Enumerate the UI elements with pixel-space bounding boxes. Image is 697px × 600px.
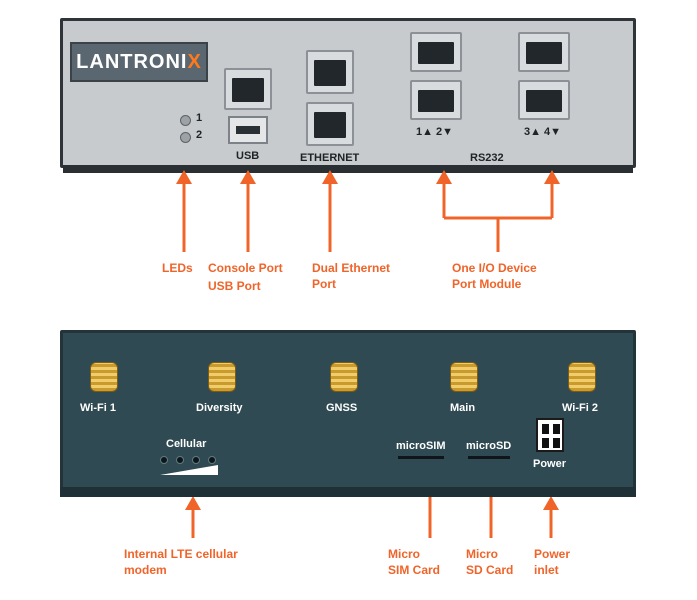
callout-ethernet-1: Dual Ethernet bbox=[312, 261, 391, 275]
logo-x: X bbox=[187, 50, 202, 73]
logo-text: LANTRONI bbox=[76, 50, 188, 73]
rs232-port-2[interactable] bbox=[410, 80, 462, 120]
led-2-label: 2 bbox=[196, 129, 203, 141]
ethernet-port-1[interactable] bbox=[306, 50, 354, 94]
ethernet-label: ETHERNET bbox=[300, 152, 360, 164]
callout-power-2: inlet bbox=[534, 563, 559, 577]
arrowhead-io-right bbox=[544, 170, 560, 184]
cellular-led-3 bbox=[192, 456, 200, 464]
antenna-wifi1-icon bbox=[90, 362, 118, 392]
microsim-slot[interactable] bbox=[398, 456, 444, 459]
arrowhead-power bbox=[543, 496, 559, 510]
callout-ethernet-2: Port bbox=[312, 277, 336, 291]
rs232-port-3[interactable] bbox=[518, 32, 570, 72]
callout-sd-1: Micro bbox=[466, 547, 499, 561]
rs232-label: RS232 bbox=[470, 152, 504, 164]
cellular-led-4 bbox=[208, 456, 216, 464]
microsd-label: microSD bbox=[466, 440, 512, 452]
console-port[interactable] bbox=[224, 68, 272, 110]
antenna-gnss-label: GNSS bbox=[326, 402, 358, 414]
power-label: Power bbox=[533, 458, 567, 470]
antenna-diversity-label: Diversity bbox=[196, 402, 243, 414]
cellular-label: Cellular bbox=[166, 438, 207, 450]
callout-lte-1: Internal LTE cellular bbox=[124, 547, 238, 561]
arrowhead-usb bbox=[240, 170, 256, 184]
port-label-1-2: 1▲ 2▼ bbox=[416, 126, 454, 138]
callout-sim-2: SIM Card bbox=[388, 563, 441, 577]
antenna-wifi2-icon bbox=[568, 362, 596, 392]
led-2 bbox=[180, 132, 191, 143]
callout-lte-2: modem bbox=[124, 563, 167, 577]
back-panel bbox=[60, 330, 636, 497]
antenna-wifi1-label: Wi-Fi 1 bbox=[80, 402, 116, 414]
cellular-led-1 bbox=[160, 456, 168, 464]
callout-io-1: One I/O Device bbox=[452, 261, 537, 275]
microsim-label: microSIM bbox=[396, 440, 446, 452]
ethernet-port-2[interactable] bbox=[306, 102, 354, 146]
signal-strength-icon bbox=[160, 465, 218, 475]
antenna-gnss-icon bbox=[330, 362, 358, 392]
callout-power-1: Power bbox=[534, 547, 571, 561]
cellular-led-2 bbox=[176, 456, 184, 464]
arrowhead-lte bbox=[185, 496, 201, 510]
callout-leds: LEDs bbox=[162, 261, 193, 275]
antenna-wifi2-label: Wi-Fi 2 bbox=[562, 402, 598, 414]
antenna-main-label: Main bbox=[450, 402, 476, 414]
antenna-main-icon bbox=[450, 362, 478, 392]
callout-sd-2: SD Card bbox=[466, 563, 514, 577]
callout-sim-1: Micro bbox=[388, 547, 421, 561]
rs232-port-4[interactable] bbox=[518, 80, 570, 120]
usb-label: USB bbox=[236, 150, 260, 162]
power-inlet[interactable] bbox=[536, 418, 564, 452]
arrowhead-ethernet bbox=[322, 170, 338, 184]
rs232-port-1[interactable] bbox=[410, 32, 462, 72]
callout-console: Console Port bbox=[208, 261, 283, 275]
led-1 bbox=[180, 115, 191, 126]
port-label-3-4: 3▲ 4▼ bbox=[524, 126, 562, 138]
led-1-label: 1 bbox=[196, 112, 203, 124]
arrowhead-leds bbox=[176, 170, 192, 184]
arrowhead-io-left bbox=[436, 170, 452, 184]
usb-port[interactable] bbox=[228, 116, 268, 144]
microsd-slot[interactable] bbox=[468, 456, 510, 459]
callout-io-2: Port Module bbox=[452, 277, 522, 291]
callout-usb: USB Port bbox=[208, 279, 261, 293]
antenna-diversity-icon bbox=[208, 362, 236, 392]
